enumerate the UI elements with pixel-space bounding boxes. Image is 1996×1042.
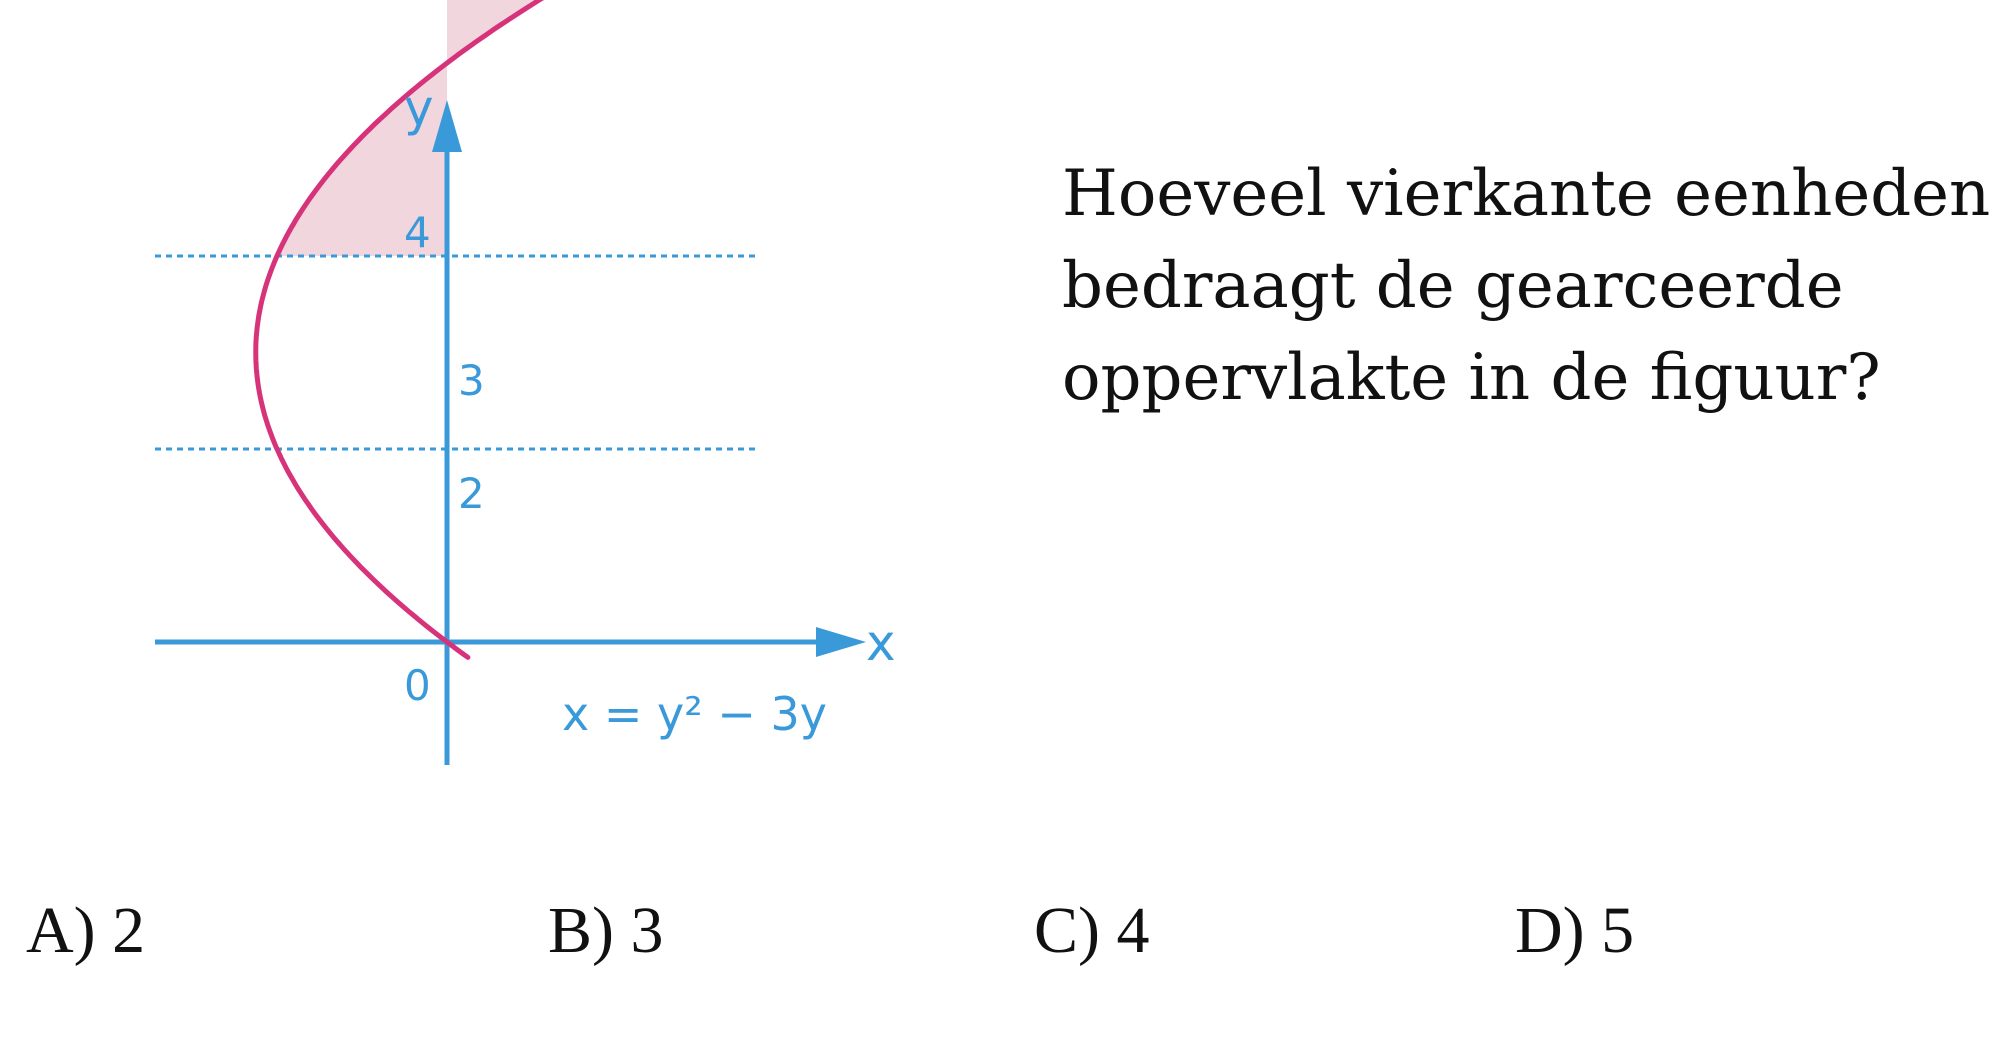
origin-label: 0 [404, 661, 431, 710]
y-tick-label-3: 3 [458, 356, 485, 405]
parabola-curve [253, 0, 545, 660]
parabola-figure: y x 0 4 3 2 x = y² − 3y [155, 0, 896, 765]
y-tick-label-4: 4 [404, 208, 431, 257]
question-text: Hoeveel vierkante eenheden bedraagt de g… [1062, 148, 1991, 424]
y-tick-label-2: 2 [458, 469, 485, 518]
question-line: Hoeveel vierkante eenheden [1062, 157, 1991, 231]
shaded-area [277, 0, 540, 256]
y-axis-arrow-icon [432, 100, 462, 152]
x-axis-label: x [866, 614, 896, 672]
curve-equation-label: x = y² − 3y [562, 687, 827, 741]
x-axis-arrow-icon [816, 627, 866, 657]
question-line: bedraagt de gearceerde [1062, 249, 1844, 323]
answer-option-a[interactable]: A) 2 [26, 894, 146, 967]
answer-option-b[interactable]: B) 3 [548, 894, 664, 967]
question-line: oppervlakte in de figuur? [1062, 341, 1881, 415]
y-axis-label: y [404, 79, 434, 137]
answer-option-d[interactable]: D) 5 [1515, 894, 1635, 967]
answer-option-c[interactable]: C) 4 [1034, 894, 1150, 967]
